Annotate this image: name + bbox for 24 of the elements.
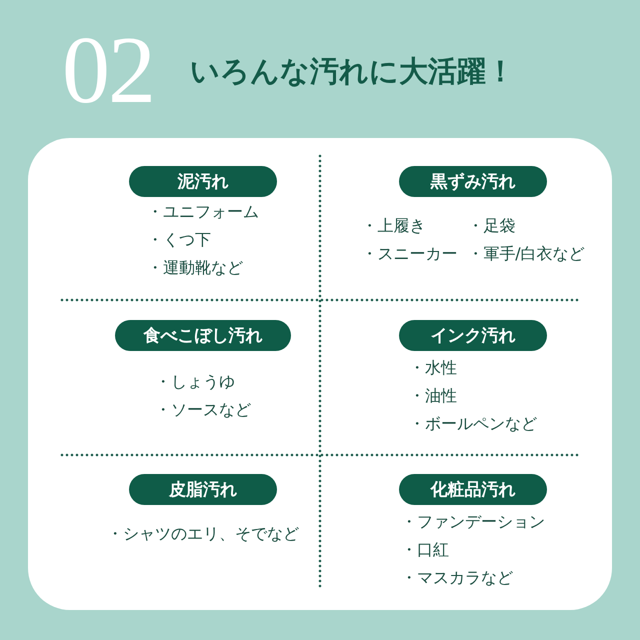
section-number: 02 (62, 22, 154, 118)
list-item: ・水性 (409, 357, 458, 379)
category-pill: インク汚れ (399, 320, 547, 351)
list-item: ・ユニフォーム (147, 201, 259, 223)
list-item: ・足袋 (467, 215, 516, 237)
list-item: ・ソースなど (155, 399, 251, 421)
list-item: ・運動靴など (147, 257, 244, 279)
list-item: ・ボールペンなど (409, 413, 537, 435)
category-pill: 食べこぼし汚れ (115, 320, 291, 351)
list-item: ・ファンデーション (401, 511, 545, 533)
category-pill: 皮脂汚れ (129, 474, 277, 505)
list-item: ・油性 (409, 385, 458, 407)
list-item: ・上履き (361, 215, 426, 237)
category-pill: 黒ずみ汚れ (399, 166, 547, 197)
list-item: ・マスカラなど (401, 567, 514, 589)
list-item: ・シャツのエリ、そでなど (107, 523, 299, 545)
list-item: ・くつ下 (147, 229, 212, 251)
category-pill: 化粧品汚れ (399, 474, 547, 505)
list-item: ・スニーカー (361, 243, 458, 265)
category-pill: 泥汚れ (129, 166, 277, 197)
heading: いろんな汚れに大活躍！ (190, 53, 515, 90)
list-item: ・しょうゆ (155, 371, 236, 393)
list-item: ・口紅 (401, 539, 450, 561)
list-item: ・軍手/白衣など (467, 243, 585, 265)
